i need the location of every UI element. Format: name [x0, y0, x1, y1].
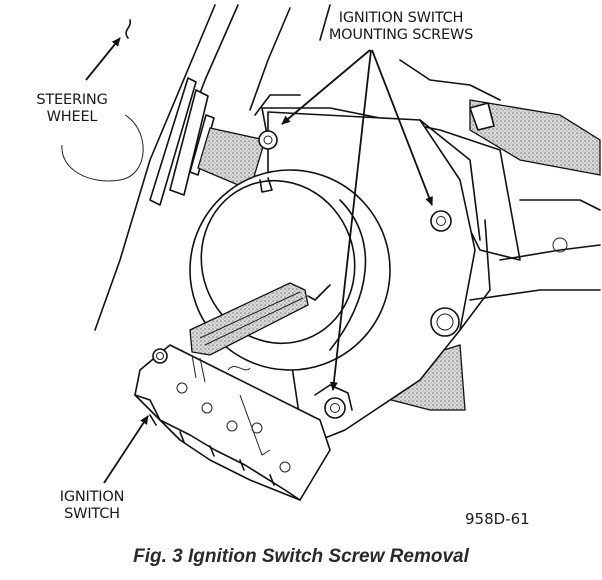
- steering-column-housing: [94, 4, 331, 331]
- steering-wheel-callout-arrow: [61, 19, 144, 182]
- label-steering-wheel-line2: WHEEL: [46, 109, 98, 125]
- figure-code: 958D-61: [465, 510, 530, 528]
- ignition-switch-callout-arrow: [103, 415, 149, 484]
- mounting-screw-top-left: [258, 130, 278, 150]
- label-ignition-switch: IGNITION SWITCH: [44, 489, 140, 523]
- mounting-screws-callout-arrows: [281, 49, 433, 391]
- figure-caption: Fig. 3 Ignition Switch Screw Removal: [133, 546, 469, 567]
- label-steering-wheel: STEERING WHEEL: [24, 92, 120, 126]
- label-ignition-switch-line1: IGNITION: [59, 489, 125, 505]
- upper-bracket: [261, 59, 601, 301]
- mounting-screw-bottom: [314, 384, 353, 419]
- label-mounting-screws-line1: IGNITION SWITCH: [338, 10, 464, 26]
- ignition-key[interactable]: [189, 282, 331, 356]
- label-mounting-screws-line2: MOUNTING SCREWS: [328, 27, 474, 43]
- mounting-screw-right: [430, 210, 452, 232]
- label-steering-wheel-line1: STEERING: [36, 92, 108, 108]
- ignition-switch-body[interactable]: [134, 344, 331, 501]
- mounting-screws-count: 3: [0, 0, 1, 1]
- ignition-switch-diagram: IGNITION SWITCH MOUNTING SCREWS STEERING…: [0, 0, 601, 528]
- diagram-illustration: [61, 4, 601, 501]
- label-ignition-switch-line2: SWITCH: [64, 506, 120, 522]
- label-mounting-screws: IGNITION SWITCH MOUNTING SCREWS: [316, 10, 486, 44]
